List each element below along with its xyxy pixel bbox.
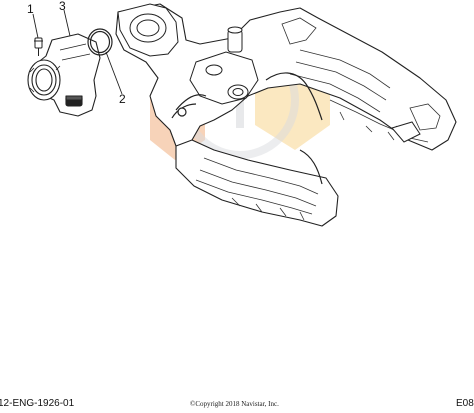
sheet-code: E08 [456, 398, 474, 409]
callout-1: 1 [27, 2, 34, 16]
copyright-notice: ©Copyright 2018 Navistar, Inc. [190, 400, 279, 408]
callout-3: 3 [59, 0, 66, 13]
manifold-bracket [391, 121, 421, 143]
upper-elbow-housing [117, 3, 179, 57]
leader-lines [32, 9, 123, 95]
intake-manifold [115, 3, 457, 227]
center-boss [189, 26, 259, 105]
part-2-o-ring [87, 28, 113, 56]
manifold-runner-details [195, 17, 441, 221]
part-1-bolt [34, 37, 43, 56]
wiring-harness [171, 72, 323, 185]
callout-2: 2 [119, 92, 126, 106]
part-3-inlet-elbow [27, 33, 101, 117]
drawing-id: 12-ENG-1926-01 [0, 398, 75, 409]
